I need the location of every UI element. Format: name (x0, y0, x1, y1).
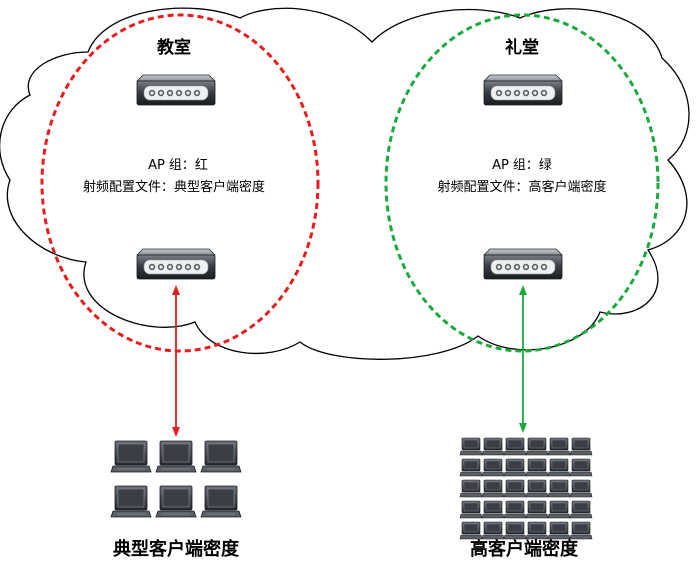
laptop-icon (200, 485, 242, 518)
laptop-icon (525, 521, 549, 540)
laptop-icon (525, 458, 549, 477)
access-point-icon (483, 248, 563, 280)
laptop-icon (503, 479, 527, 498)
auditorium-zone-ellipse (384, 13, 660, 353)
laptop-icon (569, 437, 593, 456)
laptop-icon (525, 437, 549, 456)
laptop-icon (110, 485, 152, 518)
classroom-title: 教室 (156, 37, 191, 58)
laptop-icon (547, 479, 571, 498)
auditorium-rf-profile: 射频配置文件：高客户端密度 (437, 179, 606, 195)
laptop-icon (547, 500, 571, 519)
laptop-icon (503, 500, 527, 519)
auditorium-ap-group: AP 组：绿 (492, 158, 552, 173)
laptop-icon (110, 440, 152, 473)
laptop-icon (503, 521, 527, 540)
access-point-icon (136, 248, 216, 280)
high-density-label: 高客户端密度 (470, 538, 579, 560)
laptop-icon (155, 440, 197, 473)
laptop-icon (459, 479, 483, 498)
laptop-icon (547, 521, 571, 540)
high-density-clients (459, 437, 593, 540)
laptop-icon (525, 500, 549, 519)
typical-density-clients (110, 440, 242, 518)
laptop-icon (547, 458, 571, 477)
laptop-icon (459, 521, 483, 540)
laptop-icon (155, 485, 197, 518)
laptop-icon (200, 440, 242, 473)
classroom-rf-profile: 射频配置文件：典型客户端密度 (83, 179, 265, 195)
laptop-icon (481, 500, 505, 519)
laptop-icon (569, 458, 593, 477)
laptop-icon (569, 479, 593, 498)
laptop-icon (503, 437, 527, 456)
laptop-icon (459, 458, 483, 477)
access-point-icon (136, 74, 216, 106)
laptop-icon (481, 479, 505, 498)
laptop-icon (459, 437, 483, 456)
laptop-icon (481, 521, 505, 540)
laptop-icon (569, 521, 593, 540)
laptop-icon (503, 458, 527, 477)
laptop-icon (481, 437, 505, 456)
access-point-icon (483, 74, 563, 106)
classroom-ap-group: AP 组：红 (148, 157, 208, 173)
laptop-icon (481, 458, 505, 477)
laptop-icon (459, 500, 483, 519)
laptop-icon (569, 500, 593, 519)
laptop-icon (547, 437, 571, 456)
laptop-icon (525, 479, 549, 498)
auditorium-title: 礼堂 (505, 37, 539, 58)
classroom-zone-ellipse (40, 13, 320, 353)
typical-density-label: 典型客户端密度 (113, 538, 240, 560)
